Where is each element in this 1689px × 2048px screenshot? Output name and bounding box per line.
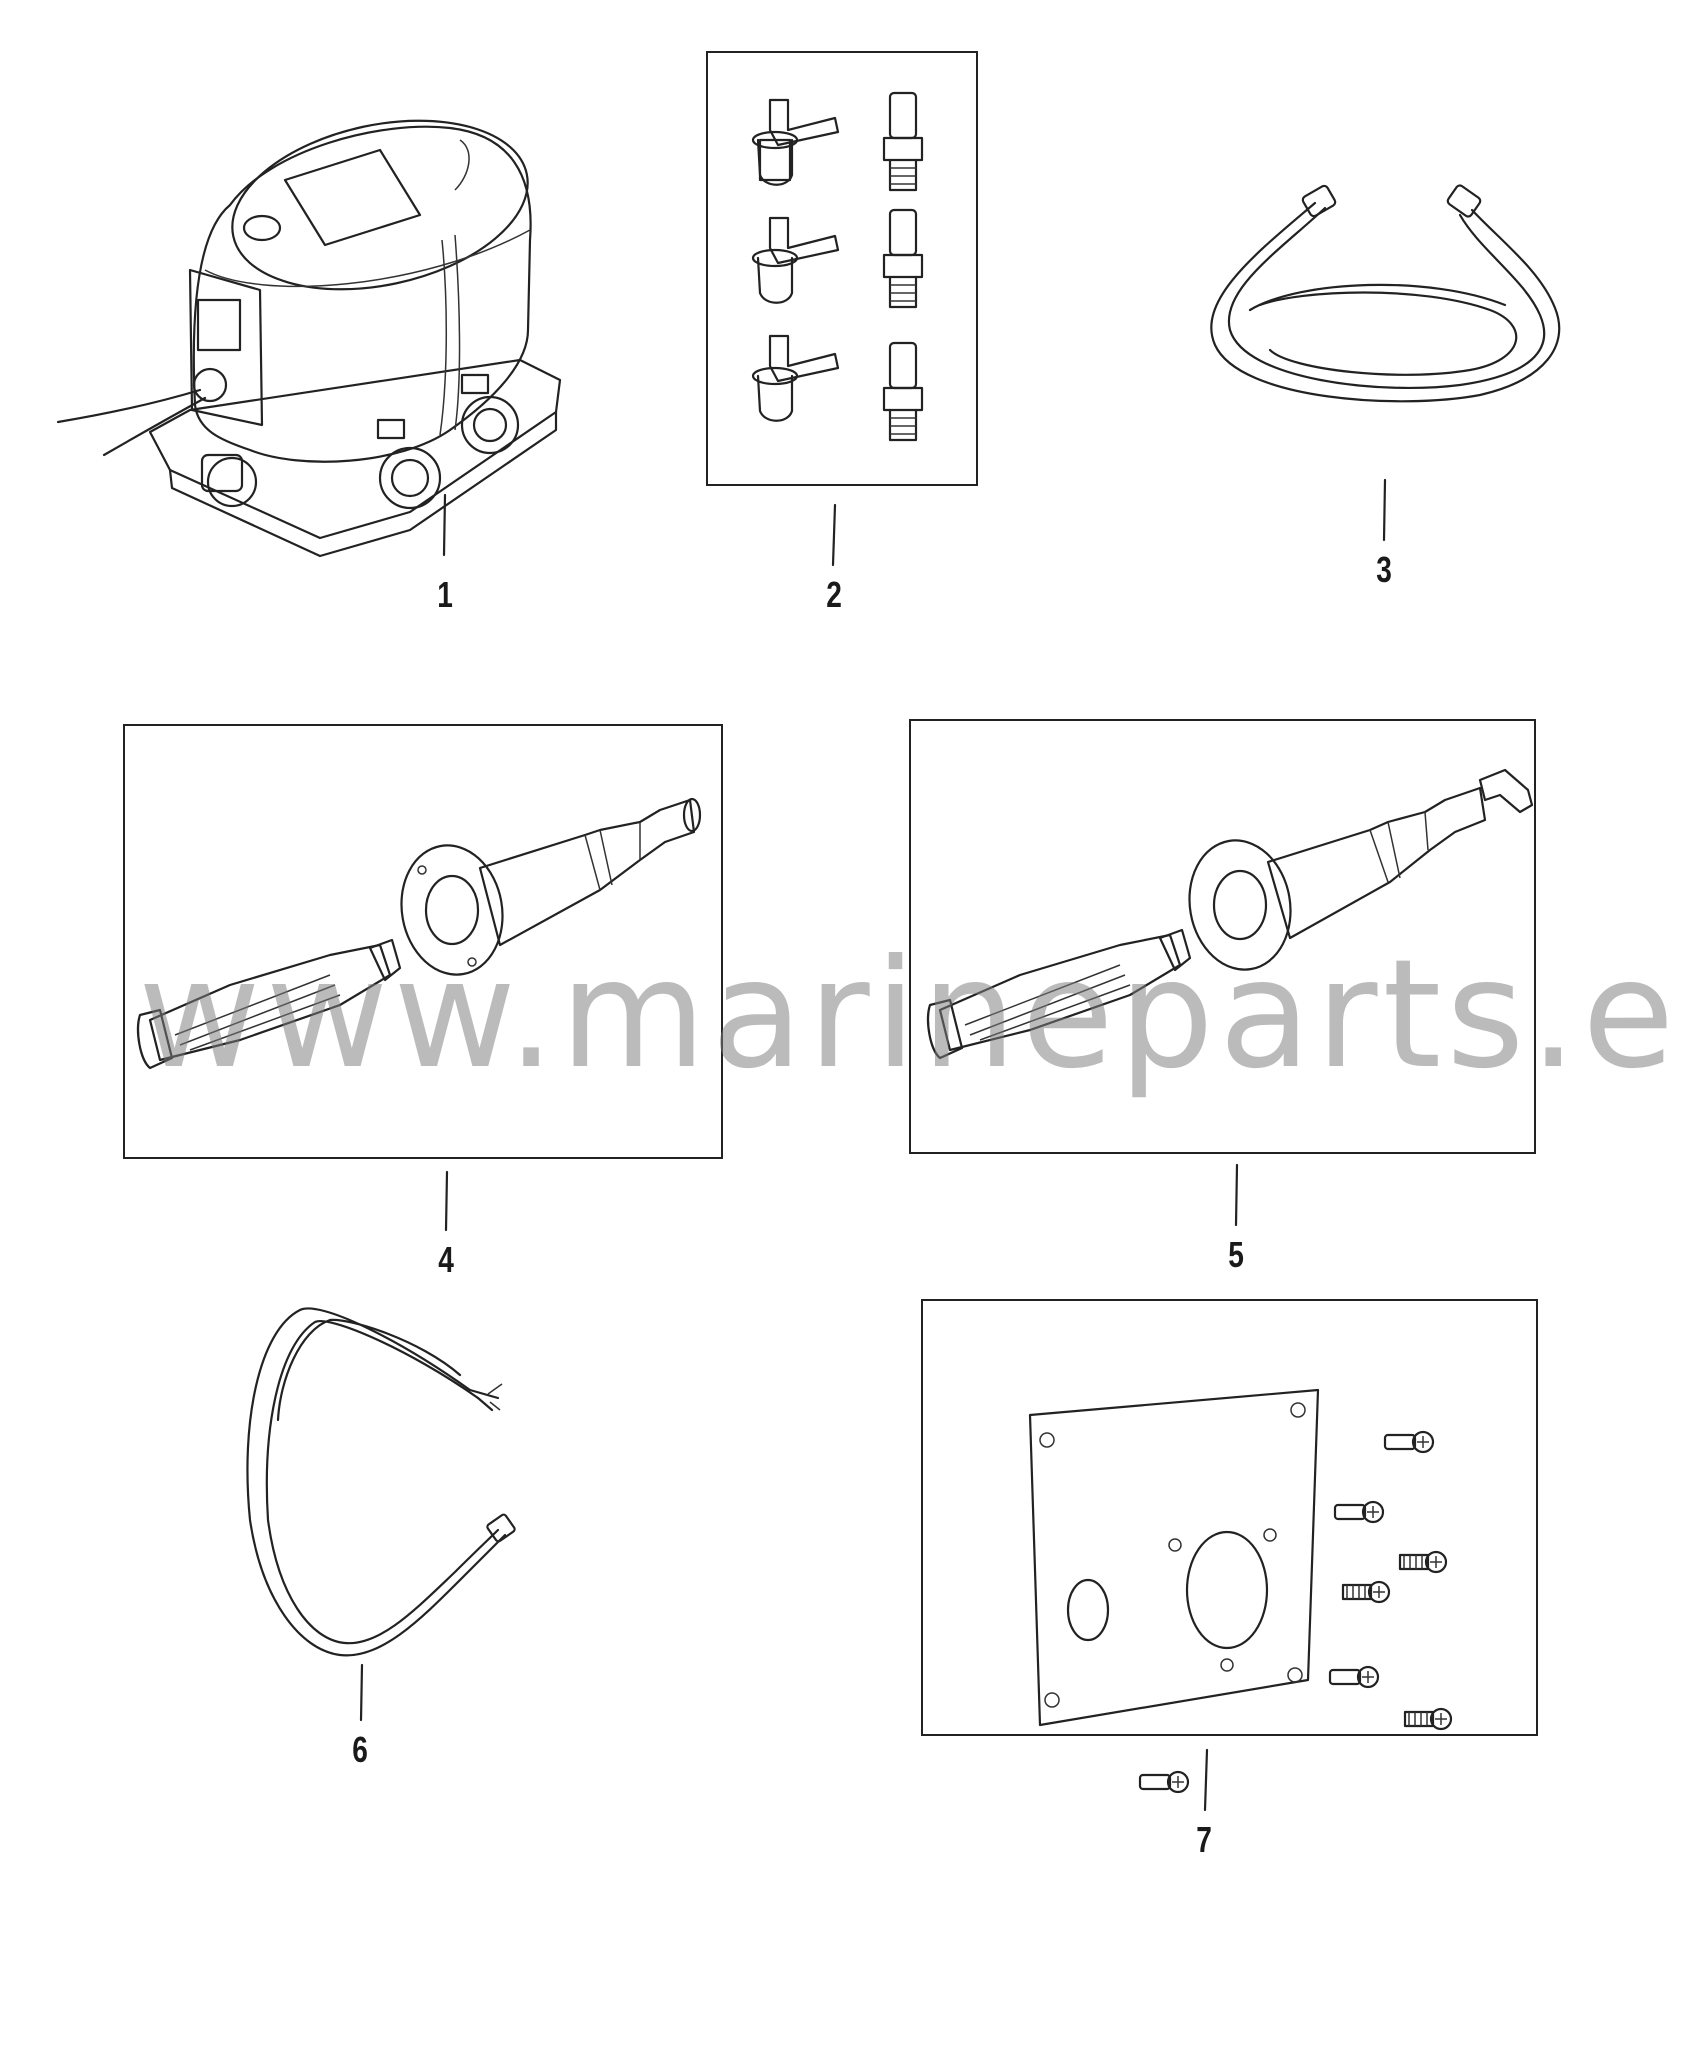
callout-7: 7	[1196, 1819, 1212, 1860]
part-2-fittings-kit	[706, 51, 978, 567]
callout-6: 6	[352, 1729, 368, 1770]
part-3-hose	[1210, 184, 1561, 542]
callout-2: 2	[826, 574, 842, 615]
part-4-through-hull-kit	[123, 724, 723, 1232]
elbow-fittings	[751, 98, 840, 422]
callout-4: 4	[438, 1239, 454, 1280]
callout-3: 3	[1376, 549, 1392, 590]
callout-5: 5	[1228, 1234, 1244, 1275]
callout-1: 1	[437, 574, 453, 615]
part-5-through-hull-kit-elbow	[909, 719, 1536, 1227]
part-7-mounting-plate-kit	[921, 1299, 1538, 1812]
straight-fittings	[882, 91, 924, 442]
part-1-pump-unit	[56, 119, 562, 558]
part-6-cable	[246, 1307, 516, 1722]
screws	[1138, 1430, 1453, 1794]
